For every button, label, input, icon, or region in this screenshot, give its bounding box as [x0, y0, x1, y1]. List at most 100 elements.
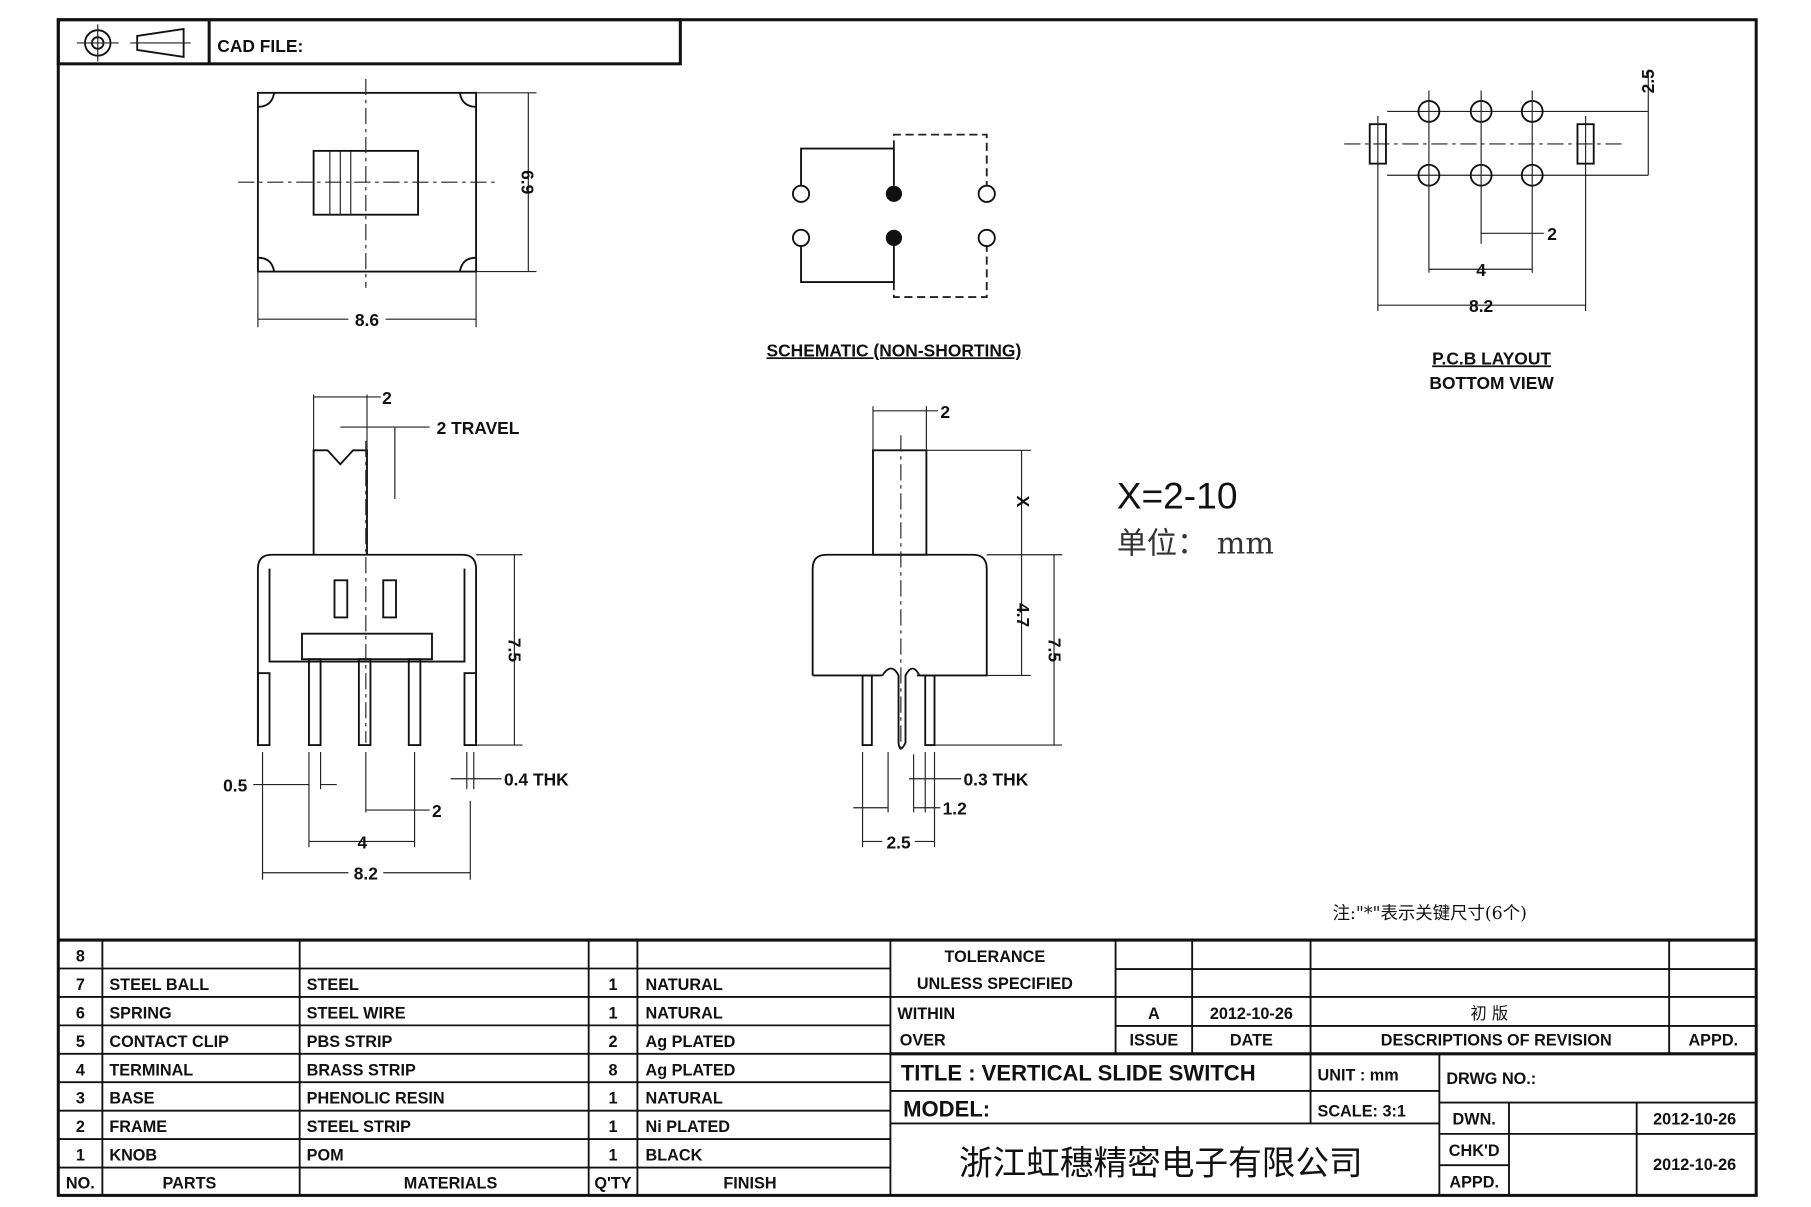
bom-cell-material: PHENOLIC RESIN: [307, 1090, 445, 1108]
dim-span: 4: [358, 832, 368, 852]
bom-cell-part: KNOB: [109, 1147, 157, 1165]
checked-date: 2012-10-26: [1653, 1156, 1736, 1174]
bom-cell-part: FRAME: [109, 1118, 167, 1136]
appd-header: APPD.: [1688, 1032, 1738, 1050]
dim-row-pitch: 2.5: [1638, 69, 1658, 94]
date-header: DATE: [1230, 1032, 1273, 1050]
bom-cell-no: 2: [76, 1118, 85, 1136]
over-label: OVER: [900, 1032, 946, 1050]
bom-cell-qty: 1: [609, 1004, 618, 1022]
front-view: 2 2 TRAVEL 7.5 0.5 0.4 THK 2 4 8.2: [223, 388, 569, 884]
header-box: CAD FILE:: [56, 18, 682, 66]
scale-label: SCALE: 3:1: [1318, 1102, 1406, 1120]
bom-cell-finish: Ni PLATED: [646, 1118, 731, 1136]
dim-knob: 2: [940, 402, 950, 422]
revision-description: 初 版: [1470, 1004, 1508, 1023]
dim-height: 7.5: [505, 638, 525, 663]
company-name: 浙江虹穗精密电子有限公司: [959, 1144, 1363, 1183]
dim-pitch: 2: [1547, 224, 1557, 244]
dim-body: 4.7: [1013, 603, 1033, 627]
x-range-note: X=2-10: [1117, 474, 1238, 516]
bom-cell-finish: NATURAL: [646, 1004, 723, 1022]
dim-thickness: 0.4 THK: [504, 770, 569, 790]
bom-cell-qty: 1: [609, 1147, 618, 1165]
dim-pin-width: 0.5: [223, 776, 248, 796]
dim-thickness: 0.3 THK: [964, 770, 1029, 790]
drawing-title: TITLE : VERTICAL SLIDE SWITCH: [901, 1060, 1256, 1085]
dim-height: 6.9: [517, 170, 537, 195]
dim-gap: 1.2: [943, 799, 967, 819]
dim-travel: 2 TRAVEL: [437, 418, 520, 438]
dim-x: X: [1013, 496, 1033, 508]
title-block: TOLERANCE UNLESS SPECIFIED WITHIN OVER A…: [890, 940, 1757, 1196]
dim-span: 4: [1476, 260, 1486, 280]
bom-cell-finish: NATURAL: [646, 1090, 723, 1108]
bom-cell-part: STEEL BALL: [109, 976, 209, 994]
bom-cell-finish: NATURAL: [646, 976, 723, 994]
issue-header: ISSUE: [1129, 1032, 1178, 1050]
bom-header: NO.: [66, 1174, 95, 1192]
unless-specified-label: UNLESS SPECIFIED: [917, 975, 1073, 993]
sheet-border: [56, 18, 1758, 1197]
bom-cell-no: 4: [76, 1061, 85, 1079]
schematic-label: SCHEMATIC (NON-SHORTING): [767, 340, 1022, 360]
bom-cell-material: STEEL STRIP: [307, 1118, 412, 1136]
cad-file-label: CAD FILE:: [217, 36, 303, 56]
description-header: DESCRIPTIONS OF REVISION: [1381, 1032, 1612, 1050]
revision-date: 2012-10-26: [1210, 1005, 1293, 1023]
bom-cell-qty: 1: [609, 1118, 618, 1136]
pcb-label-line2: BOTTOM VIEW: [1429, 373, 1554, 393]
bom-cell-no: 5: [76, 1033, 85, 1051]
bom-cell-material: PBS STRIP: [307, 1033, 393, 1051]
checked-label: CHK'D: [1449, 1142, 1500, 1160]
bom-cell-no: 8: [76, 948, 85, 966]
drawing-number-label: DRWG NO.:: [1446, 1070, 1536, 1088]
bom-cell-part: TERMINAL: [109, 1061, 193, 1079]
key-dimension-note: 注:"*"表示关键尺寸(6个): [1333, 904, 1527, 924]
bom-cell-part: CONTACT CLIP: [109, 1033, 229, 1051]
bom-header: PARTS: [163, 1174, 217, 1192]
side-view: 2 X 4.7 7.5 0.3 THK 1.2 2.5: [811, 402, 1064, 852]
bom-cell-material: STEEL WIRE: [307, 1004, 406, 1022]
pcb-layout: 2.5 2 4 8.2 P.C.B LAYOUT BOTTOM VIEW: [1344, 69, 1658, 393]
pcb-label-line1: P.C.B LAYOUT: [1432, 348, 1551, 368]
bom-cell-part: BASE: [109, 1090, 154, 1108]
top-view: 6.9 8.6: [238, 78, 537, 330]
dim-pitch: 2: [432, 801, 442, 821]
bom-cell-qty: 2: [609, 1033, 618, 1051]
approved-label: APPD.: [1449, 1173, 1499, 1191]
bom-cell-material: STEEL: [307, 976, 359, 994]
drawn-date: 2012-10-26: [1653, 1111, 1736, 1129]
bom-cell-qty: 1: [609, 1090, 618, 1108]
schematic: SCHEMATIC (NON-SHORTING): [767, 133, 1022, 360]
bom-header: MATERIALS: [404, 1174, 498, 1192]
unit-label: UNIT : mm: [1318, 1066, 1399, 1084]
bom-cell-no: 1: [76, 1147, 85, 1165]
projection-symbol-icon: [76, 24, 191, 62]
bom-header: Q'TY: [594, 1174, 631, 1192]
unit-note: 单位： mm: [1117, 527, 1274, 562]
bom-cell-no: 3: [76, 1090, 85, 1108]
model-label: MODEL:: [903, 1096, 990, 1121]
dim-total: 2.5: [886, 832, 911, 852]
within-label: WITHIN: [897, 1005, 955, 1023]
revision-issue: A: [1148, 1005, 1160, 1023]
drawn-label: DWN.: [1453, 1111, 1496, 1129]
dim-knob: 2: [382, 388, 392, 408]
dim-height: 7.5: [1044, 638, 1064, 663]
bom-cell-material: BRASS STRIP: [307, 1061, 416, 1079]
bom-header: FINISH: [723, 1174, 776, 1192]
bom-cell-qty: 1: [609, 976, 618, 994]
bom-cell-qty: 8: [609, 1061, 618, 1079]
bom-cell-material: POM: [307, 1147, 344, 1165]
bom-cell-finish: Ag PLATED: [646, 1033, 736, 1051]
bom-cell-finish: BLACK: [646, 1147, 703, 1165]
bom-cell-part: SPRING: [109, 1004, 171, 1022]
tolerance-label: TOLERANCE: [944, 948, 1045, 966]
bom-cell-finish: Ag PLATED: [646, 1061, 736, 1079]
bom-cell-no: 6: [76, 1004, 85, 1022]
bom-cell-no: 7: [76, 976, 85, 994]
dim-width: 8.6: [355, 310, 380, 330]
